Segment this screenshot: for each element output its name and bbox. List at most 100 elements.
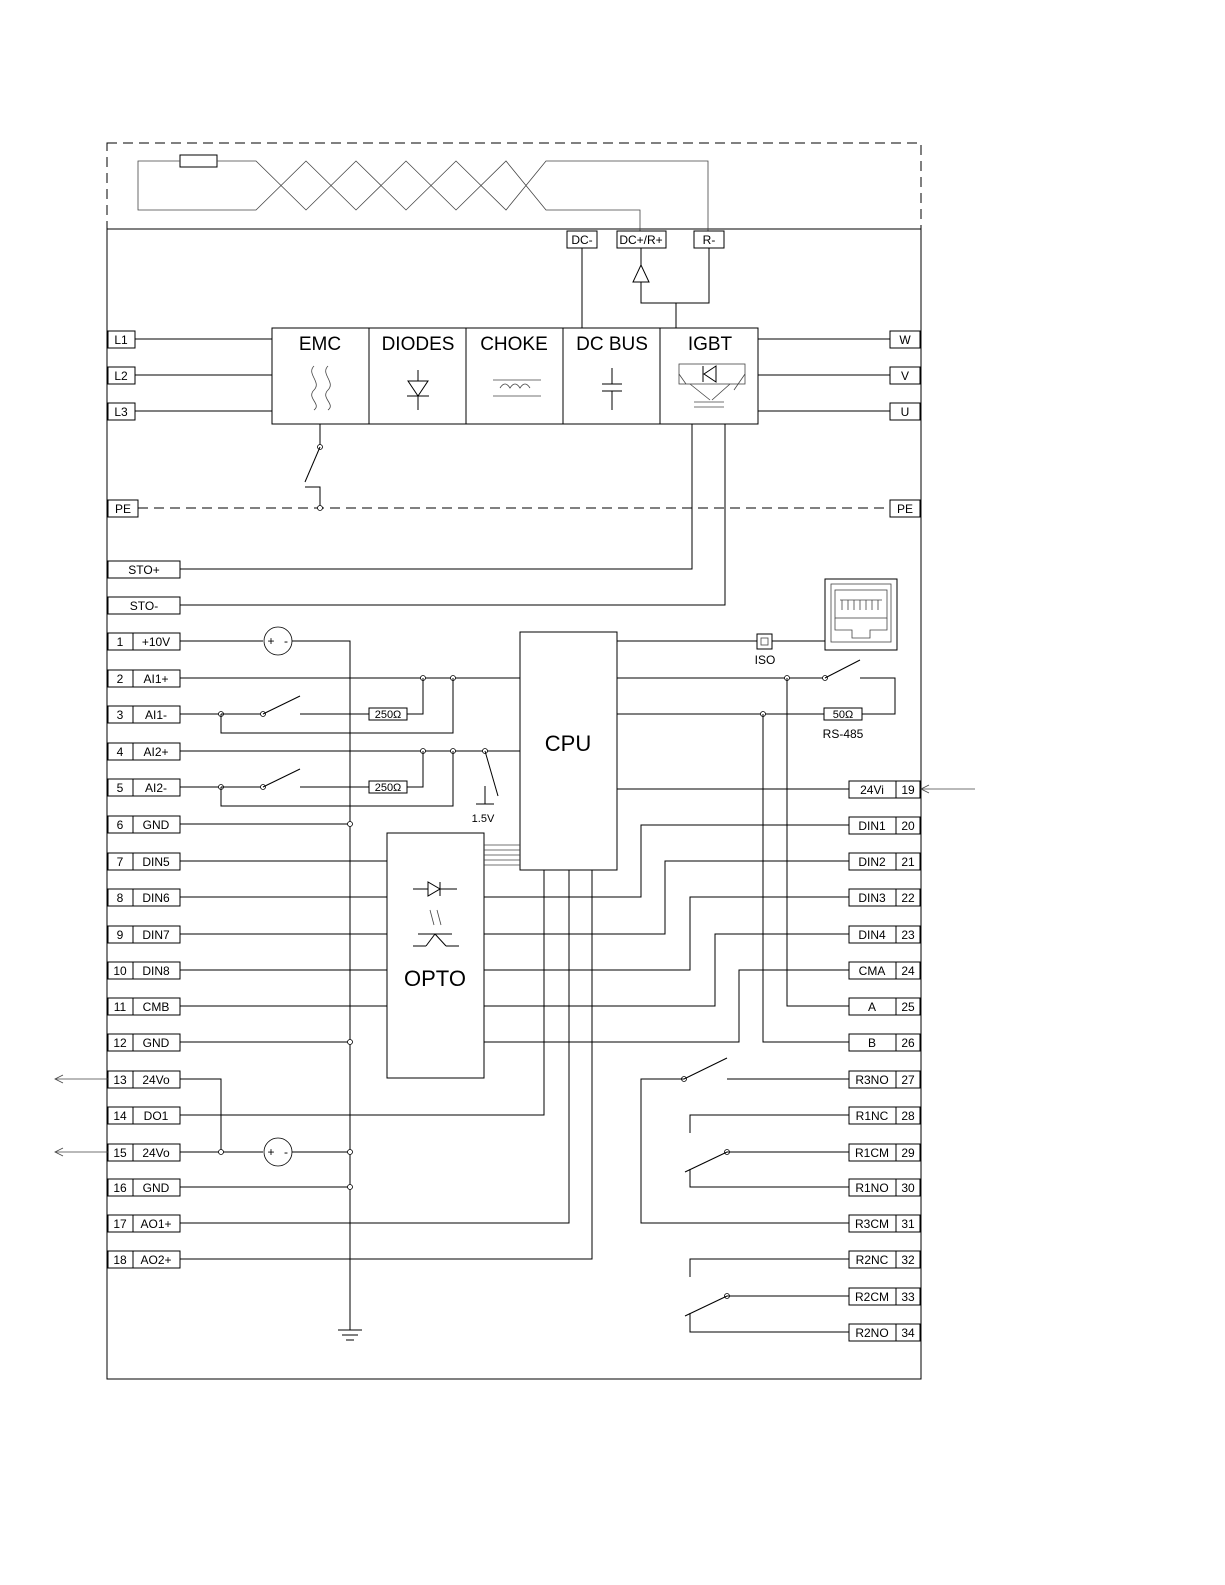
stage-igbt-label: IGBT <box>688 334 733 355</box>
terminal-w[interactable]: W <box>889 330 921 349</box>
terminal-label: R2NO <box>855 1326 888 1340</box>
terminal-dc-minus[interactable]: DC- <box>566 230 598 249</box>
terminal-number: 28 <box>901 1109 915 1123</box>
terminal-number: 21 <box>901 855 915 869</box>
terminal-label: 24Vo <box>142 1146 170 1160</box>
terminal-dc-plus-r-plus[interactable]: DC+/R+ <box>616 230 667 249</box>
terminal-number: 22 <box>901 891 915 905</box>
output-arrow-24vo-13 <box>54 1074 108 1084</box>
terminal-label: AI2- <box>145 781 167 795</box>
terminal-label: GND <box>143 1181 170 1195</box>
terminal-number: 11 <box>114 1000 127 1014</box>
svg-text:DC-: DC- <box>571 233 592 247</box>
svg-text:DC+/R+: DC+/R+ <box>619 233 662 247</box>
rj45-port-icon[interactable] <box>824 578 898 651</box>
terminal-u[interactable]: U <box>889 402 921 421</box>
terminal-number: 5 <box>117 781 124 795</box>
power-stage: EMC DIODES CHOKE DC BUS IGBT <box>271 327 759 425</box>
terminal-sto-minus[interactable]: STO- <box>107 596 181 615</box>
terminal-number: 23 <box>901 928 915 942</box>
terminal-number: 18 <box>113 1253 127 1267</box>
terminal-number: 4 <box>117 745 124 759</box>
terminal-label: AO1+ <box>140 1217 171 1231</box>
terminal-number: 20 <box>901 819 915 833</box>
terminal-number: 32 <box>901 1253 915 1267</box>
terminal-label: R3NO <box>855 1073 888 1087</box>
svg-text:PE: PE <box>115 502 131 516</box>
terminal-1-plus10v[interactable]: 1+10V <box>107 632 181 651</box>
terminal-pe-left[interactable]: PE <box>107 499 139 518</box>
terminal-number: 8 <box>117 891 124 905</box>
terminal-label: R1NC <box>856 1109 889 1123</box>
terminal-label: DIN5 <box>142 855 170 869</box>
capacitor-icon <box>602 368 622 410</box>
braking-resistor <box>137 154 709 237</box>
svg-text:50Ω: 50Ω <box>833 709 853 721</box>
terminal-v[interactable]: V <box>889 366 921 385</box>
diode-icon <box>407 370 429 410</box>
terminal-number: 26 <box>901 1036 915 1050</box>
opto-block: OPTO <box>386 832 485 1079</box>
terminal-r-minus[interactable]: R- <box>693 230 725 249</box>
svg-text:+: + <box>267 634 274 648</box>
terminal-17-ao1plus[interactable]: 17 AO1+ <box>107 1214 181 1233</box>
terminal-label: CMA <box>859 964 886 978</box>
svg-text:L2: L2 <box>114 369 128 383</box>
svg-text:+: + <box>267 1145 274 1159</box>
terminal-l1[interactable]: L1 <box>107 330 136 349</box>
terminal-l3[interactable]: L3 <box>107 402 136 421</box>
svg-text:L3: L3 <box>114 405 128 419</box>
svg-text:U: U <box>901 405 910 419</box>
ai1-mode-switch[interactable] <box>262 695 301 715</box>
terminal-l2[interactable]: L2 <box>107 366 136 385</box>
svg-text:V: V <box>901 369 909 383</box>
ai2-ref-switch[interactable] <box>484 750 499 797</box>
terminal-label: GND <box>143 1036 170 1050</box>
terminal-label: AI1- <box>145 708 167 722</box>
terminal-5-ai2minus[interactable]: 5 AI2- <box>107 778 181 797</box>
terminal-28-r1nc[interactable]: R1NC 28 <box>848 1106 921 1125</box>
terminal-number: 17 <box>113 1217 127 1231</box>
svg-text:250Ω: 250Ω <box>375 709 402 721</box>
svg-text:STO+: STO+ <box>128 563 159 577</box>
terminal-number: 14 <box>113 1109 127 1123</box>
terminal-pe-right[interactable]: PE <box>889 499 921 518</box>
ai2-mode-switch[interactable] <box>262 768 301 788</box>
terminal-number: 33 <box>901 1290 915 1304</box>
terminal-sto-plus[interactable]: STO+ <box>107 560 181 579</box>
terminal-number: 9 <box>117 928 124 942</box>
rs485-termination-switch[interactable] <box>824 659 861 679</box>
terminal-number: 30 <box>901 1181 915 1195</box>
svg-text:L1: L1 <box>114 333 128 347</box>
